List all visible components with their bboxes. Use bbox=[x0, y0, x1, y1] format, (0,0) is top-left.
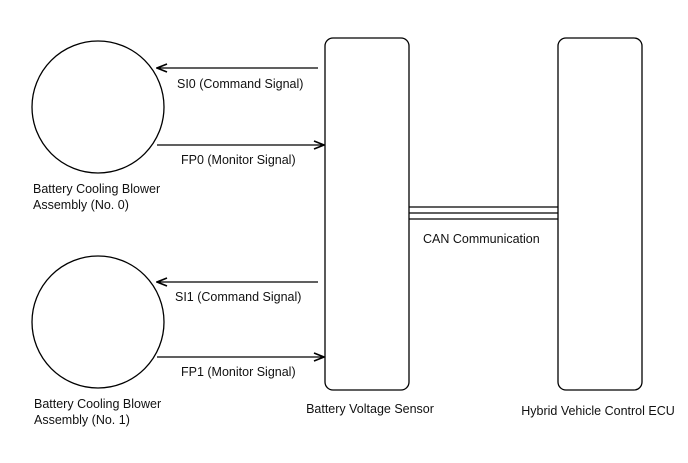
blower-0-label-line1: Battery Cooling Blower bbox=[33, 182, 161, 196]
blower-0-label: Battery Cooling Blower Assembly (No. 0) bbox=[33, 181, 160, 213]
si0-label: SI0 (Command Signal) bbox=[177, 77, 304, 91]
hybrid-ecu-box bbox=[557, 37, 643, 391]
blower-0-label-line2: Assembly (No. 0) bbox=[33, 198, 129, 212]
blower-1-label: Battery Cooling Blower Assembly (No. 1) bbox=[34, 396, 161, 428]
si1-label: SI1 (Command Signal) bbox=[175, 290, 302, 304]
fp1-label: FP1 (Monitor Signal) bbox=[181, 365, 296, 379]
blower-1-circle bbox=[31, 255, 165, 389]
ecu-label: Hybrid Vehicle Control ECU bbox=[521, 404, 675, 418]
fp0-label: FP0 (Monitor Signal) bbox=[181, 153, 296, 167]
can-bus-lines bbox=[409, 206, 558, 220]
sensor-label: Battery Voltage Sensor bbox=[306, 402, 434, 416]
blower-1-label-line1: Battery Cooling Blower bbox=[34, 397, 162, 411]
blower-1-label-line2: Assembly (No. 1) bbox=[34, 413, 130, 427]
battery-voltage-sensor-box bbox=[324, 37, 410, 391]
blower-0-circle bbox=[31, 40, 165, 174]
can-label: CAN Communication bbox=[423, 232, 540, 246]
